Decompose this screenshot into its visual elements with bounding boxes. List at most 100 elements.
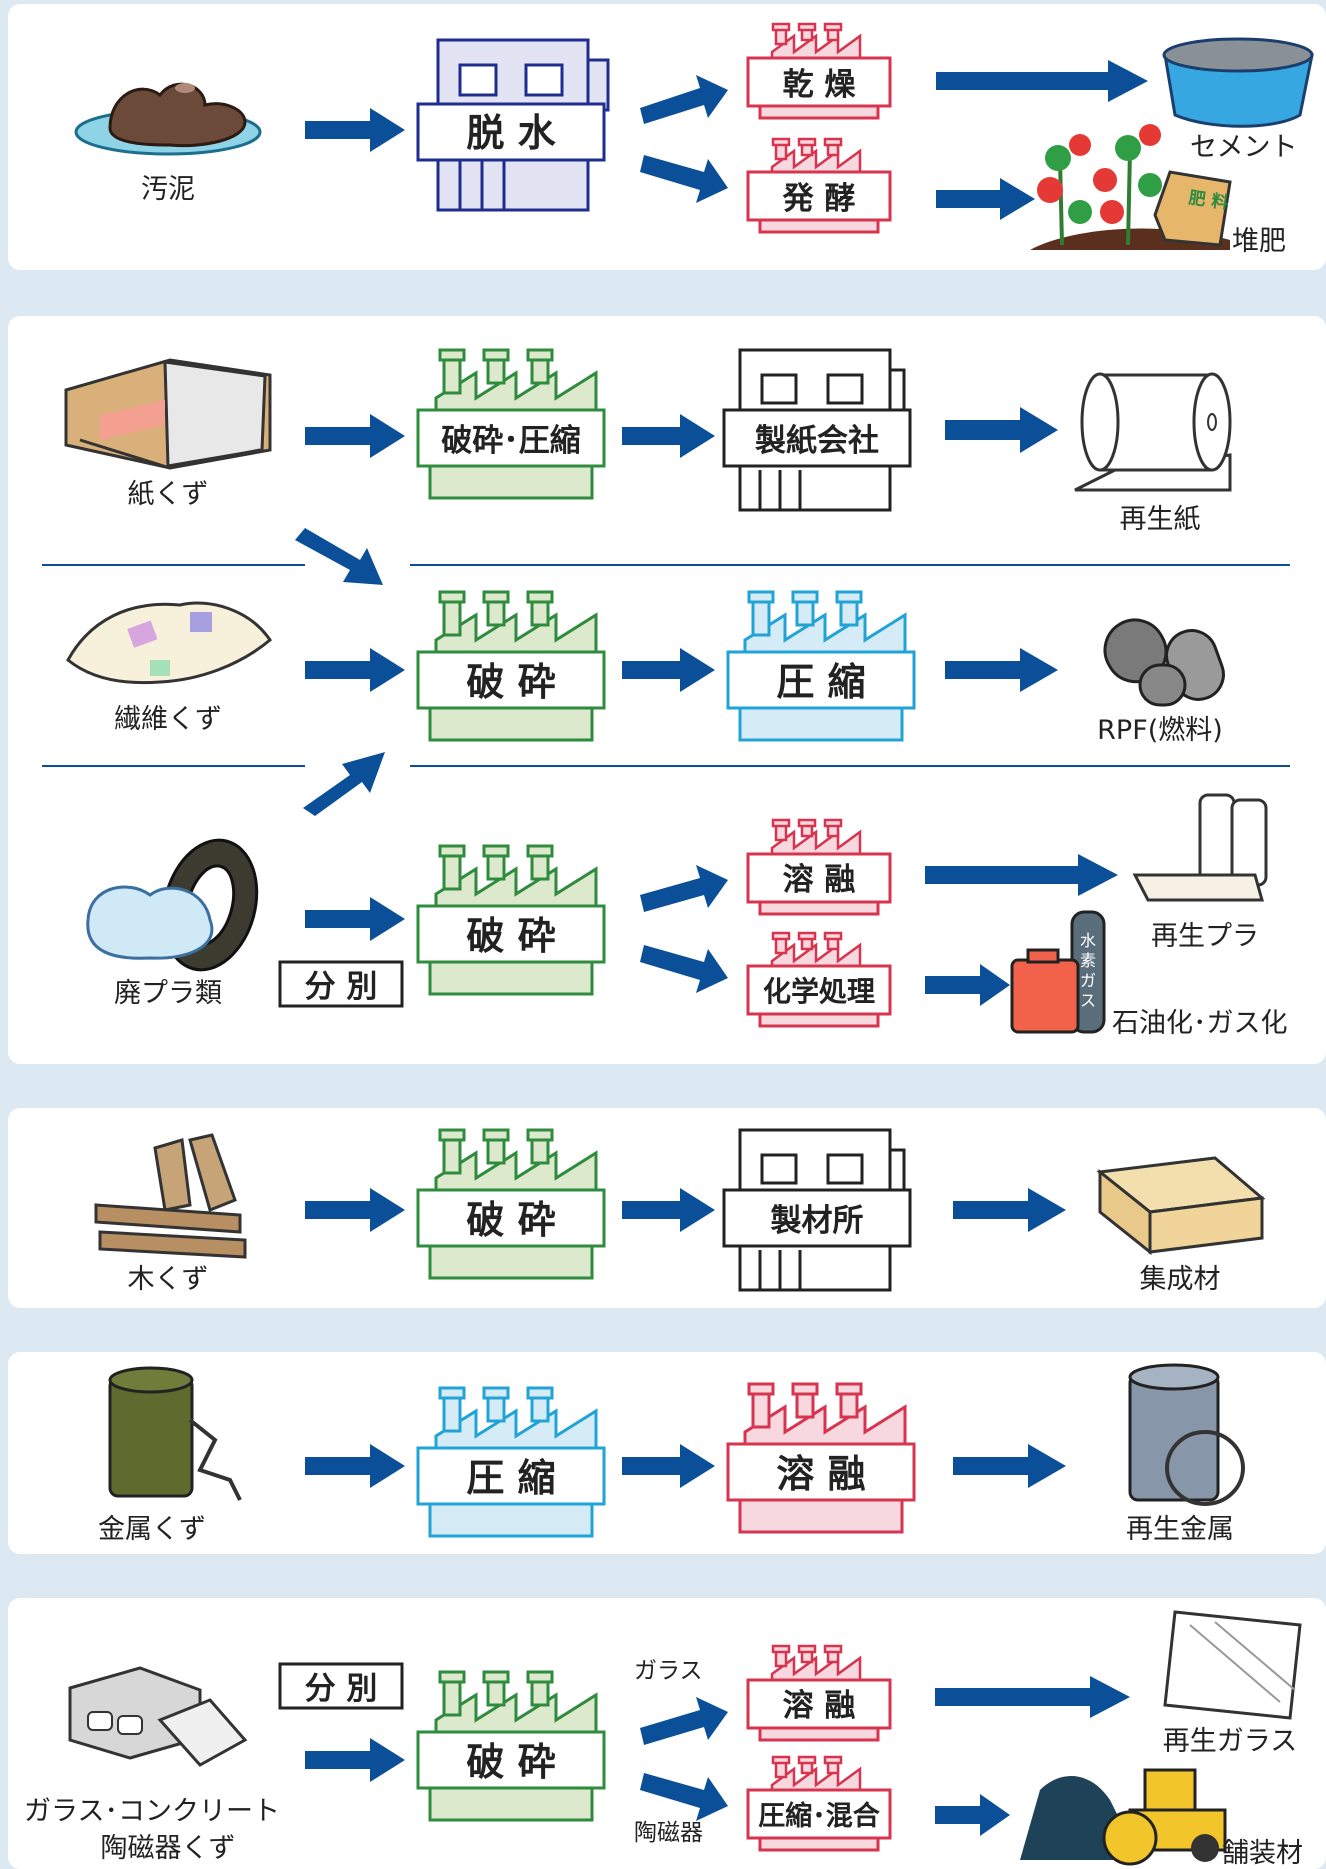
arrow-icon: [640, 1773, 728, 1821]
chemical-factory-icon: [746, 931, 892, 1028]
laminated-timber-icon: [1096, 1156, 1266, 1256]
plastic-crush-label: 破 砕: [466, 914, 555, 958]
arrow-icon: [305, 108, 405, 152]
recycled-glass-icon: [1163, 1610, 1302, 1720]
textile-compress-factory-icon: [726, 590, 916, 742]
plastic-sort-label: 分 別: [305, 969, 378, 1005]
dry-factory-icon: [746, 22, 892, 120]
recycled-metal-icon: [1128, 1363, 1245, 1506]
road-roller-icon: [1020, 1768, 1227, 1866]
plastic-melt-factory-icon: [746, 818, 892, 916]
sludge-source-label: 汚泥: [141, 174, 195, 205]
metal-waste-icon: [108, 1366, 242, 1501]
arrow-icon: [945, 648, 1058, 692]
paper-waste-icon: [64, 358, 272, 470]
textile-source-label: 繊維くず: [114, 704, 222, 735]
compost-tomato-icon: [1030, 124, 1232, 250]
arrow-icon: [925, 854, 1118, 896]
arrow-icon: [640, 865, 728, 912]
tank-char: ス: [1080, 991, 1096, 1010]
paper-product-label: 再生紙: [1120, 504, 1201, 535]
arrow-icon: [640, 945, 728, 993]
arrow-icon: [303, 752, 385, 816]
arrow-icon: [640, 1697, 728, 1745]
laminated-timber-label: 集成材: [1140, 1264, 1221, 1295]
arrow-icon: [305, 1444, 405, 1488]
arrow-icon: [622, 648, 715, 692]
paper-source-label: 紙くず: [128, 479, 209, 510]
oil-gas-label: 石油化･ガス化: [1112, 1008, 1288, 1039]
glass-sort-box: [278, 1662, 404, 1710]
arrow-icon: [622, 1444, 715, 1488]
plastic-melt-label: 溶 融: [783, 862, 856, 898]
metal-melt-label: 溶 融: [776, 1452, 865, 1496]
tank-char: ガ: [1080, 971, 1096, 990]
ferment-factory-icon: [746, 137, 892, 234]
metal-compress-label: 圧 縮: [466, 1456, 555, 1500]
dewater-building-icon: [416, 38, 610, 212]
dry-label: 乾 燥: [783, 67, 857, 103]
arrow-icon: [640, 155, 728, 203]
glass-sort-label: 分 別: [305, 1671, 378, 1707]
arrow-icon: [945, 407, 1058, 453]
glass-source-label-1: ガラス･コンクリート: [24, 1796, 280, 1827]
glass-melt-label: 溶 融: [783, 1688, 856, 1724]
tank-char: 水: [1080, 931, 1096, 950]
rpf-fuel-icon: [1103, 618, 1225, 707]
plastic-crush-factory-icon: [416, 844, 606, 996]
paving-label: 舗装材: [1222, 1838, 1303, 1869]
metal-compress-factory-icon: [416, 1386, 606, 1538]
plastic-sort-box: [278, 960, 404, 1008]
arrow-icon: [295, 528, 383, 585]
textile-waste-icon: [66, 601, 272, 685]
compost-label: 堆肥: [1232, 226, 1286, 257]
arrow-icon: [953, 1188, 1066, 1232]
metal-melt-factory-icon: [726, 1382, 916, 1534]
arrow-icon: [640, 75, 728, 124]
wood-crush-factory-icon: [416, 1128, 606, 1280]
crush-compress-factory-icon: [416, 348, 606, 500]
arrow-icon: [936, 178, 1035, 220]
textile-crush-factory-icon: [416, 590, 606, 742]
dewater-label: 脱 水: [466, 111, 556, 155]
textile-crush-label: 破 砕: [466, 660, 555, 704]
glass-melt-factory-icon: [746, 1644, 892, 1742]
tank-char: 素: [1080, 951, 1096, 970]
metal-source-label: 金属くず: [98, 1514, 206, 1545]
cement-label: セメント: [1190, 132, 1297, 163]
arrow-icon: [305, 414, 405, 458]
rpf-product-label: RPF(燃料): [1097, 715, 1223, 746]
compress-mix-label: 圧縮･混合: [758, 1800, 880, 1832]
arrow-icon: [935, 1794, 1010, 1836]
recycled-glass-label: 再生ガラス: [1163, 1726, 1297, 1757]
arrow-icon: [305, 648, 405, 692]
sludge-source-icon: [74, 82, 262, 156]
glass-crush-factory-icon: [416, 1670, 606, 1822]
wood-waste-icon: [94, 1133, 247, 1259]
paper-mill-building-icon: [722, 348, 912, 512]
sawmill-building-icon: [722, 1128, 912, 1292]
chemical-label: 化学処理: [763, 975, 875, 1008]
glass-concrete-waste-icon: [68, 1666, 248, 1767]
panel-metal: [8, 1352, 1326, 1554]
arrow-icon: [936, 60, 1148, 102]
arrow-icon: [622, 414, 715, 458]
paper-roll-icon: [1074, 372, 1232, 492]
arrow-icon: [935, 1676, 1130, 1718]
plastic-waste-icon: [86, 838, 259, 972]
crush-compress-label: 破砕･圧縮: [441, 423, 581, 459]
plastic-source-label: 廃プラ類: [114, 978, 222, 1009]
paper-mill-label: 製紙会社: [755, 423, 879, 459]
wood-crush-label: 破 砕: [466, 1198, 555, 1242]
arrow-icon: [622, 1188, 715, 1232]
arrow-icon: [925, 964, 1010, 1006]
branch-glass-label: ガラス: [634, 1658, 703, 1684]
wood-source-label: 木くず: [128, 1264, 209, 1295]
compress-mix-factory-icon: [746, 1755, 892, 1852]
recycled-plastic-icon: [1132, 793, 1268, 902]
arrow-icon: [953, 1444, 1066, 1488]
arrow-icon: [305, 1738, 405, 1782]
branch-ceramic-label: 陶磁器: [634, 1820, 703, 1846]
